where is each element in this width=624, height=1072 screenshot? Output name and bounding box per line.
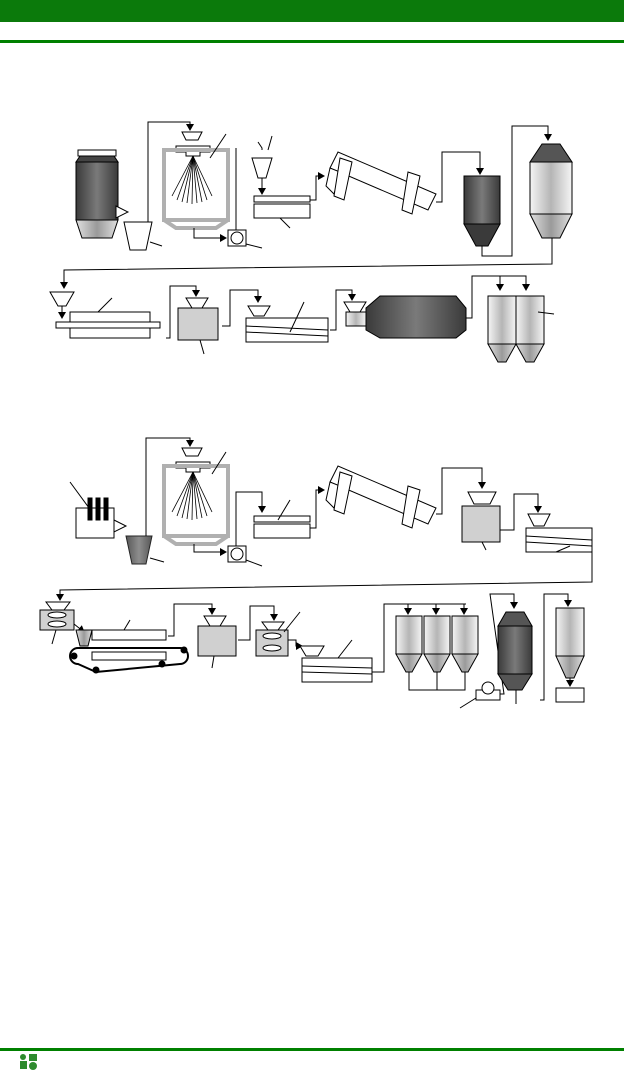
header-divider — [0, 40, 624, 43]
publisher-logo-icon — [18, 1053, 38, 1071]
conveyor-2 — [253, 499, 311, 539]
product-bin-2 — [555, 607, 585, 703]
spray-dryer-1 — [162, 131, 230, 230]
granulator-3 — [238, 605, 301, 657]
silo-1 — [60, 143, 573, 289]
mixing-hopper-1 — [123, 221, 163, 251]
diagram-2 — [39, 437, 593, 709]
header-band — [0, 0, 624, 22]
triple-silo-2 — [372, 603, 479, 691]
kiln-feed-2 — [49, 291, 161, 339]
belt-dryer-2 — [69, 619, 189, 674]
pump-2 — [193, 491, 266, 567]
granulator-2 — [39, 601, 93, 647]
pump-1 — [193, 148, 263, 249]
conveyor-1 — [251, 135, 311, 229]
mixer-box-1 — [166, 285, 219, 355]
rotary-kiln-1 — [310, 151, 484, 215]
twin-silo-1 — [487, 295, 555, 363]
mixing-hopper-2 — [125, 437, 194, 565]
belt-conveyor-1 — [222, 289, 329, 343]
cooler-1 — [330, 275, 530, 339]
spray-dryer-2 — [162, 447, 230, 546]
belt-conveyor-3 — [288, 639, 373, 683]
belt-conveyor-2 — [56, 513, 593, 601]
storage-tank-1 — [75, 149, 119, 239]
footer-divider — [0, 1048, 624, 1051]
rotary-kiln-2 — [310, 465, 486, 529]
silo-2 — [497, 593, 572, 704]
mixer-box-3 — [168, 603, 237, 669]
cyclone-1 — [463, 125, 552, 257]
pump-3 — [459, 593, 518, 709]
electrode-tank-2 — [69, 481, 128, 539]
diagram-1 — [49, 121, 573, 363]
mixer-box-2 — [461, 491, 542, 551]
